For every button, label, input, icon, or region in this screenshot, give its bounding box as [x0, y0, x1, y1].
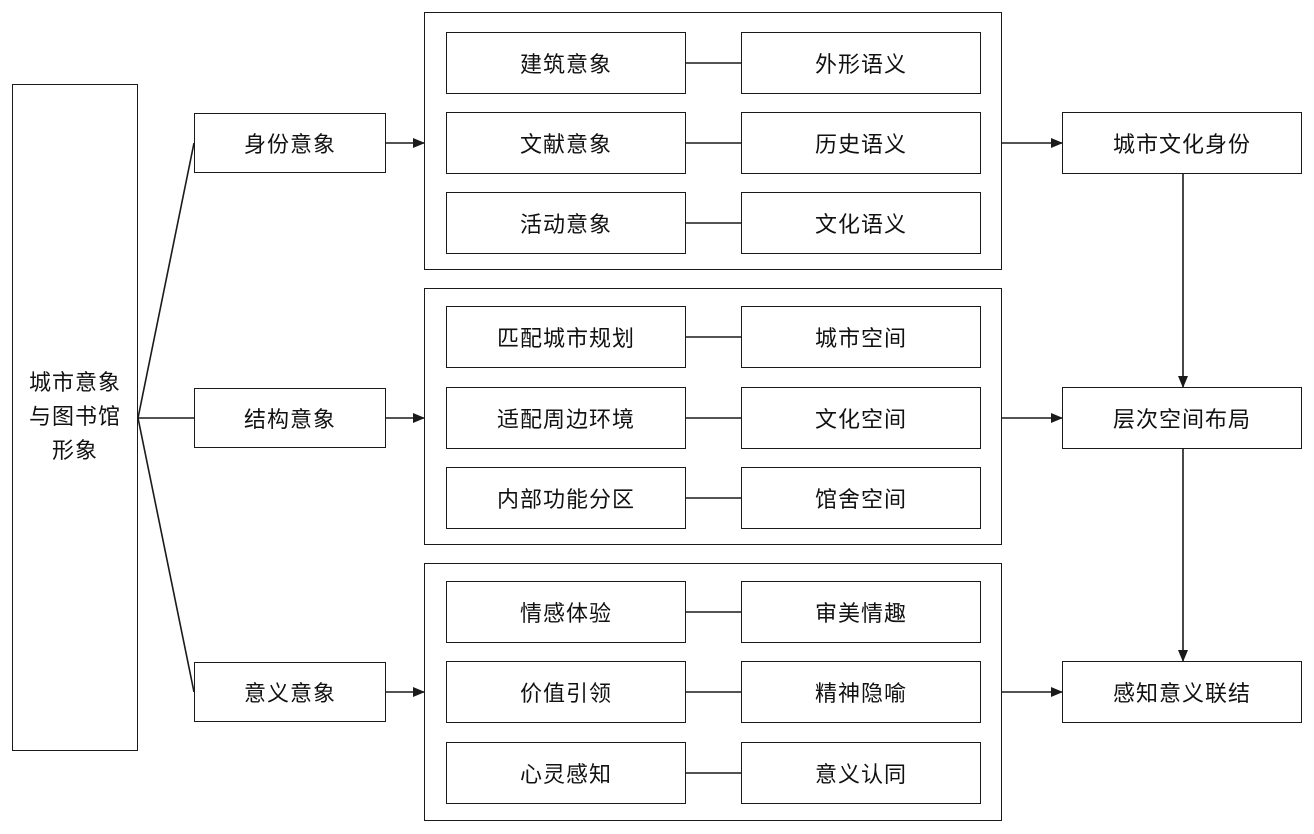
- fan-line-identity: [137, 142, 195, 419]
- pair-right-node: 外形语义: [741, 32, 981, 94]
- result-meaning-node: 感知意义联结: [1062, 661, 1302, 723]
- root-line-3: 形象: [51, 438, 98, 464]
- root-line-2: 与图书馆: [28, 404, 121, 430]
- pair-right-node: 审美情趣: [741, 581, 981, 643]
- pair-left-node: 匹配城市规划: [446, 306, 686, 368]
- pair-right-node: 文化空间: [741, 387, 981, 449]
- pair-left-node: 建筑意象: [446, 32, 686, 94]
- pair-left-node: 情感体验: [446, 581, 686, 643]
- identity-group-frame: [424, 12, 1002, 270]
- structure-group-frame: [424, 288, 1002, 545]
- pair-right-node: 城市空间: [741, 306, 981, 368]
- pair-left-node: 内部功能分区: [446, 467, 686, 529]
- root-line-1: 城市意象: [28, 370, 121, 396]
- pair-right-node: 馆舍空间: [741, 467, 981, 529]
- pair-left-node: 心灵感知: [446, 742, 686, 804]
- pair-left-node: 适配周边环境: [446, 387, 686, 449]
- pair-left-node: 文献意象: [446, 112, 686, 174]
- meaning-group-frame: [424, 563, 1002, 821]
- result-structure-node: 层次空间布局: [1062, 387, 1302, 449]
- branch-identity-node: 身份意象: [194, 113, 386, 173]
- branch-meaning-node: 意义意象: [194, 662, 386, 722]
- pair-right-node: 历史语义: [741, 112, 981, 174]
- pair-right-node: 文化语义: [741, 192, 981, 254]
- pair-right-node: 意义认同: [741, 742, 981, 804]
- result-identity-node: 城市文化身份: [1062, 112, 1302, 174]
- branch-structure-node: 结构意象: [194, 388, 386, 448]
- pair-right-node: 精神隐喻: [741, 661, 981, 723]
- root-node: 城市意象 与图书馆 形象: [12, 84, 138, 751]
- fan-line-meaning: [137, 417, 195, 693]
- pair-left-node: 价值引领: [446, 661, 686, 723]
- pair-left-node: 活动意象: [446, 192, 686, 254]
